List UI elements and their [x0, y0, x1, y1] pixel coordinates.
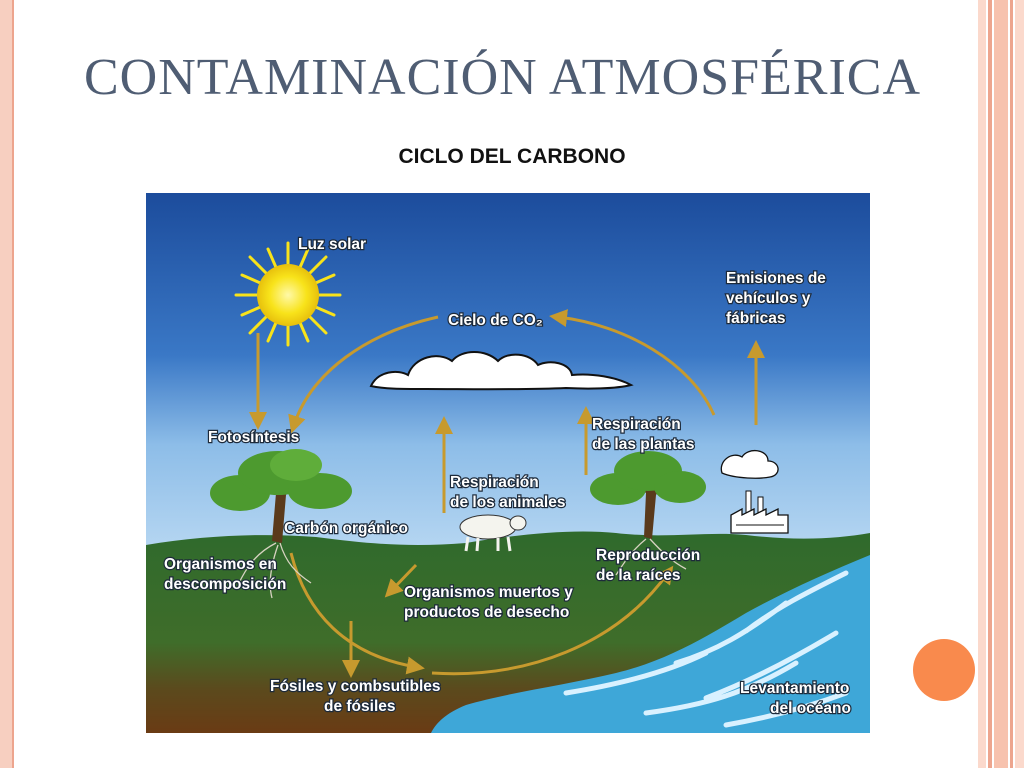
cycle-arc-left — [288, 315, 439, 434]
arrow-dead-organisms — [384, 563, 418, 598]
slide-title: CONTAMINACIÓN ATMOSFÉRICA — [84, 49, 922, 106]
label-organismos-descomposicion: Organismos en descomposición — [164, 556, 286, 593]
ocean-area — [431, 555, 870, 733]
cloud-icon — [369, 351, 634, 391]
tree-left-icon — [210, 449, 352, 599]
label-fosiles: Fósiles y combsutibles de fósiles — [270, 678, 445, 715]
factory-icon — [720, 450, 789, 534]
cycle-arc-right — [549, 309, 716, 416]
ocean-waves — [563, 570, 849, 728]
right-decorative-stripes — [978, 0, 1024, 768]
sun-icon — [234, 241, 342, 347]
cycle-arc-bottom — [289, 552, 425, 675]
carbon-cycle-diagram: Luz solar Cielo de CO₂ Emisiones de vehí… — [146, 193, 870, 733]
label-respiracion-plantas: Respiración de las plantas — [592, 416, 695, 453]
cycle-arc-bottom-right — [431, 565, 674, 676]
label-cielo-co2: Cielo de CO₂ — [448, 312, 543, 329]
diagram-subtitle: CICLO DEL CARBONO — [398, 145, 626, 168]
left-decorative-bar — [0, 0, 14, 768]
label-carbon-organico: Carbón orgánico — [284, 520, 408, 537]
label-organismos-muertos: Organismos muertos y productos de desech… — [404, 584, 577, 621]
label-emisiones: Emisiones de vehículos y fábricas — [726, 270, 830, 327]
next-slide-button[interactable] — [913, 639, 975, 701]
label-luz-solar: Luz solar — [298, 236, 366, 253]
label-respiracion-animales: Respiración de los animales — [450, 474, 565, 511]
tree-right-icon — [590, 451, 706, 576]
label-reproduccion-raices: Reproducción de la raíces — [596, 547, 705, 584]
label-levantamiento-oceano: Levantamiento del océano — [740, 680, 854, 717]
label-fotosintesis: Fotosíntesis — [208, 429, 299, 446]
sheep-icon — [459, 514, 527, 552]
